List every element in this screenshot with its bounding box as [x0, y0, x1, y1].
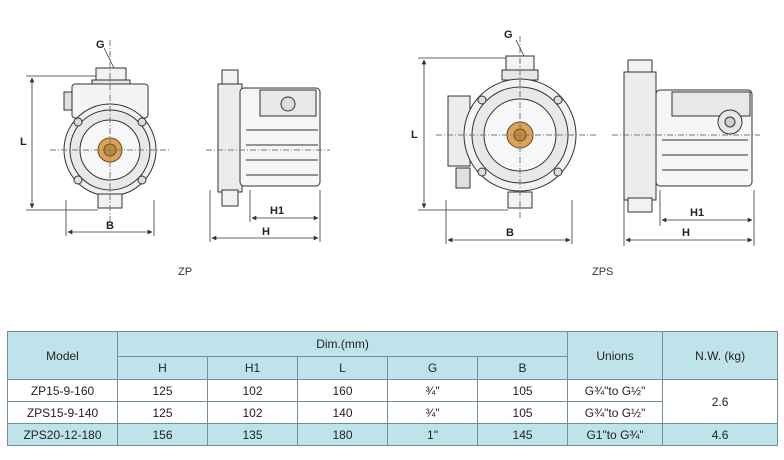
- table-row: ZP15-9-160 125 102 160 ¾" 105 G¾"to G½" …: [7, 379, 779, 424]
- zp-side-dimensions: [209, 190, 321, 242]
- zps-dim-b: B: [506, 227, 514, 239]
- zp-side-view: [206, 69, 330, 207]
- cell-h1: 102: [207, 401, 298, 424]
- cell-g: ¾": [387, 401, 478, 424]
- subheader-b: B: [476, 356, 569, 380]
- zps-caption: ZPS: [592, 266, 614, 278]
- spec-table: Model Dim.(mm) Unions N.W. (kg) H H1 L G…: [7, 331, 779, 446]
- cell-model: ZPS15-9-140: [7, 401, 118, 424]
- zps-front-dimensions: [418, 39, 573, 244]
- cell-b: 105: [476, 379, 569, 402]
- zps-front-view: [436, 36, 596, 220]
- cell-h: 156: [117, 423, 208, 446]
- header-nw: N.W. (kg): [662, 331, 779, 380]
- cell-h1: 102: [207, 379, 298, 402]
- table-row: ZPS15-9-140 125 102 140 ¾" 105 G¾"to G½": [7, 401, 778, 424]
- cell-g: ¾": [387, 379, 478, 402]
- cell-l: 140: [297, 401, 388, 424]
- cell-l: 160: [297, 379, 388, 402]
- zps-dim-g: G: [504, 29, 513, 41]
- zp-front-view: [50, 40, 170, 222]
- zp-dim-g: G: [96, 39, 105, 51]
- cell-b: 145: [476, 423, 569, 446]
- cell-h: 125: [117, 379, 208, 402]
- zp-dim-h1: H1: [270, 205, 284, 217]
- cell-nw-merged: 2.6: [662, 379, 779, 424]
- header-row: Model Dim.(mm) Unions N.W. (kg): [7, 331, 779, 380]
- pump-drawings: L B G H1 H: [20, 29, 760, 246]
- zps-dim-h: H: [682, 227, 690, 239]
- cell-b: 105: [476, 401, 569, 424]
- subheader-g: G: [387, 356, 478, 380]
- cell-unions: G¾"to G½": [567, 379, 664, 402]
- cell-unions: G¾"to G½": [567, 401, 664, 424]
- header-model: Model: [7, 331, 118, 380]
- zp-dim-l: L: [20, 136, 27, 148]
- cell-l: 180: [297, 423, 388, 446]
- cell-nw: 4.6: [662, 423, 779, 446]
- subheader-l: L: [297, 356, 388, 380]
- cell-h: 125: [117, 401, 208, 424]
- subheader-h: H: [117, 356, 208, 380]
- zp-dim-h: H: [262, 226, 270, 238]
- zps-dim-l: L: [411, 129, 418, 141]
- zp-caption: ZP: [178, 266, 193, 278]
- zps-dim-h1: H1: [690, 207, 704, 219]
- header-dim: Dim.(mm): [116, 331, 569, 357]
- zp-front-dimensions: [26, 47, 155, 236]
- zp-dim-b: B: [106, 220, 114, 232]
- cell-g: 1": [387, 423, 478, 446]
- zps-side-view: [612, 59, 760, 213]
- cell-model: ZPS20-12-180: [7, 423, 118, 446]
- subheader-h1: H1: [207, 356, 298, 380]
- cell-unions: G1"to G¾": [567, 423, 664, 446]
- zps-side-dimensions: [623, 190, 755, 246]
- cell-h1: 135: [207, 423, 298, 446]
- header-unions: Unions: [567, 331, 664, 380]
- cell-model: ZP15-9-160: [7, 379, 118, 402]
- table-row: ZPS20-12-180 156 135 180 1" 145 G1"to G¾…: [7, 423, 779, 446]
